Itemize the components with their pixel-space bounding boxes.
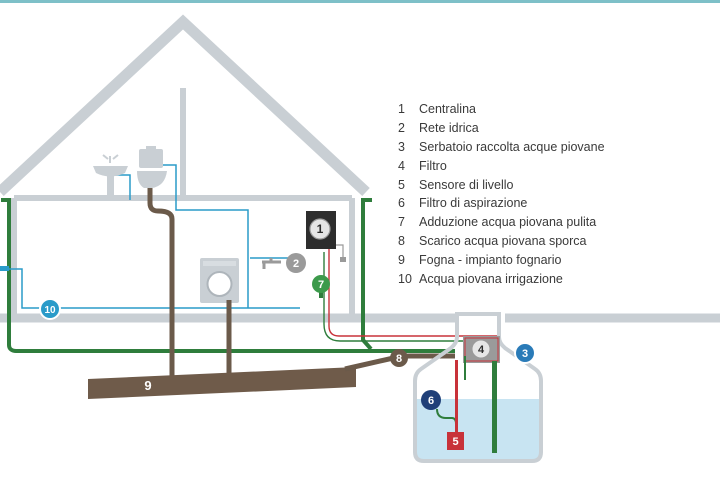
legend-number: 3 [398,139,405,154]
marker-7-circle [312,275,330,293]
marker-8: 8 [390,349,408,367]
marker-1: 1 [309,218,331,240]
legend: 1 Centralina 2 Rete idrica 3 Serbatoio racc… [398,100,714,289]
marker-5-label: 5 [452,436,458,448]
marker-3: 3 [514,342,536,364]
sensor-cable [336,244,344,258]
washing-machine [200,258,239,303]
marker-8-circle [390,349,408,367]
legend-item: 1 Centralina [398,100,714,119]
legend-number: 5 [398,177,405,192]
marker-6-circle [421,390,441,410]
legend-number: 6 [398,196,405,211]
marker-7-label: 7 [318,279,324,291]
marker-1-label: 1 [317,222,324,236]
irrigation-pipe [8,268,300,309]
sewer-main [88,367,356,399]
marker-6: 6 [421,390,441,410]
legend-item: 9 Fogna - impianto fognario [398,251,714,270]
toilet-drain [147,188,175,380]
marker-4: 4 [471,339,491,359]
marker-3-label: 3 [522,348,528,360]
toilet-bowl [137,171,167,188]
house-sewage-pipes [147,188,232,380]
marker-10: 10 [39,298,61,320]
marker-9-label: 9 [144,378,151,393]
legend-label: Filtro [419,158,447,173]
left-gutter-downpipe [1,198,455,353]
legend-item: 4 Filtro [398,157,714,176]
legend-item: 6 Filtro di aspirazione [398,194,714,213]
tank-outline [413,312,543,463]
legend-label: Filtro di aspirazione [419,196,528,211]
marker-7: 7 [312,275,330,293]
legend-label: Sensore di livello [419,177,514,192]
marker-6-label: 6 [428,395,434,407]
legend-number: 8 [398,234,405,249]
legend-number: 9 [398,253,405,268]
sink-basin [93,166,128,177]
legend-number: 2 [398,120,405,135]
marker-2: 2 [286,253,306,273]
legend-item: 8 Scarico acqua piovana sporca [398,232,714,251]
legend-item: 2 Rete idrica [398,119,714,138]
clean-water-intake-pipe [492,361,497,453]
marker-5: 5 [447,432,464,450]
washer-door [206,271,233,297]
toilet-supply-pipe [163,164,249,308]
sensor-cable-end [340,257,346,262]
legend-label: Adduzione acqua piovana pulita [419,215,597,230]
marker-3-circle [514,342,536,364]
sink-pedestal [107,176,114,196]
sink [93,154,128,196]
legend-item: 5 Sensore di livello [398,176,714,195]
legend-label: Centralina [419,102,476,116]
legend-number: 7 [398,215,405,230]
legend-item: 10 Acqua piovana irrigazione [398,270,714,289]
legend-number: 4 [398,158,405,173]
marker-1-circle [309,218,331,240]
house [0,14,370,318]
legend-label: Rete idrica [419,120,479,135]
marker-10-label: 10 [44,305,56,316]
water-network [8,164,300,309]
legend-item: 7 Adduzione acqua piovana pulita [398,213,714,232]
legend-label: Scarico acqua piovana sporca [419,234,587,249]
legend-label: Serbatoio raccolta acque piovane [419,139,605,154]
wire-red [328,248,498,349]
irrigation-tap-stub [0,266,9,271]
level-sensor-rod [455,360,458,432]
legend-label: Fogna - impianto fognario [419,253,562,268]
filter-box-inner [464,337,499,362]
legend-number: 1 [398,102,405,116]
marker-4-label: 4 [478,344,485,356]
legend-label: Acqua piovana irrigazione [419,272,563,287]
legend-item: 3 Serbatoio raccolta acque piovane [398,138,714,157]
wire-green [323,252,463,342]
marker-2-circle [286,253,306,273]
toilet-tank [139,149,163,168]
tap-icon [262,258,281,269]
toilet [137,146,167,188]
control-wiring [323,248,498,349]
legend-number: 10 [398,272,412,287]
marker-4-circle [471,339,491,359]
top-band [0,0,720,3]
marker-2-label: 2 [293,258,299,270]
sink-faucet [102,154,119,163]
right-gutter-downpipe [361,198,373,351]
marker-9: 9 [144,378,151,393]
washer-panel [203,261,236,266]
toilet-flush-button [146,146,156,149]
marker-5-box [447,432,464,450]
marker-8-label: 8 [396,353,402,365]
house-roof [0,14,370,197]
marker-10-circle [39,298,61,320]
